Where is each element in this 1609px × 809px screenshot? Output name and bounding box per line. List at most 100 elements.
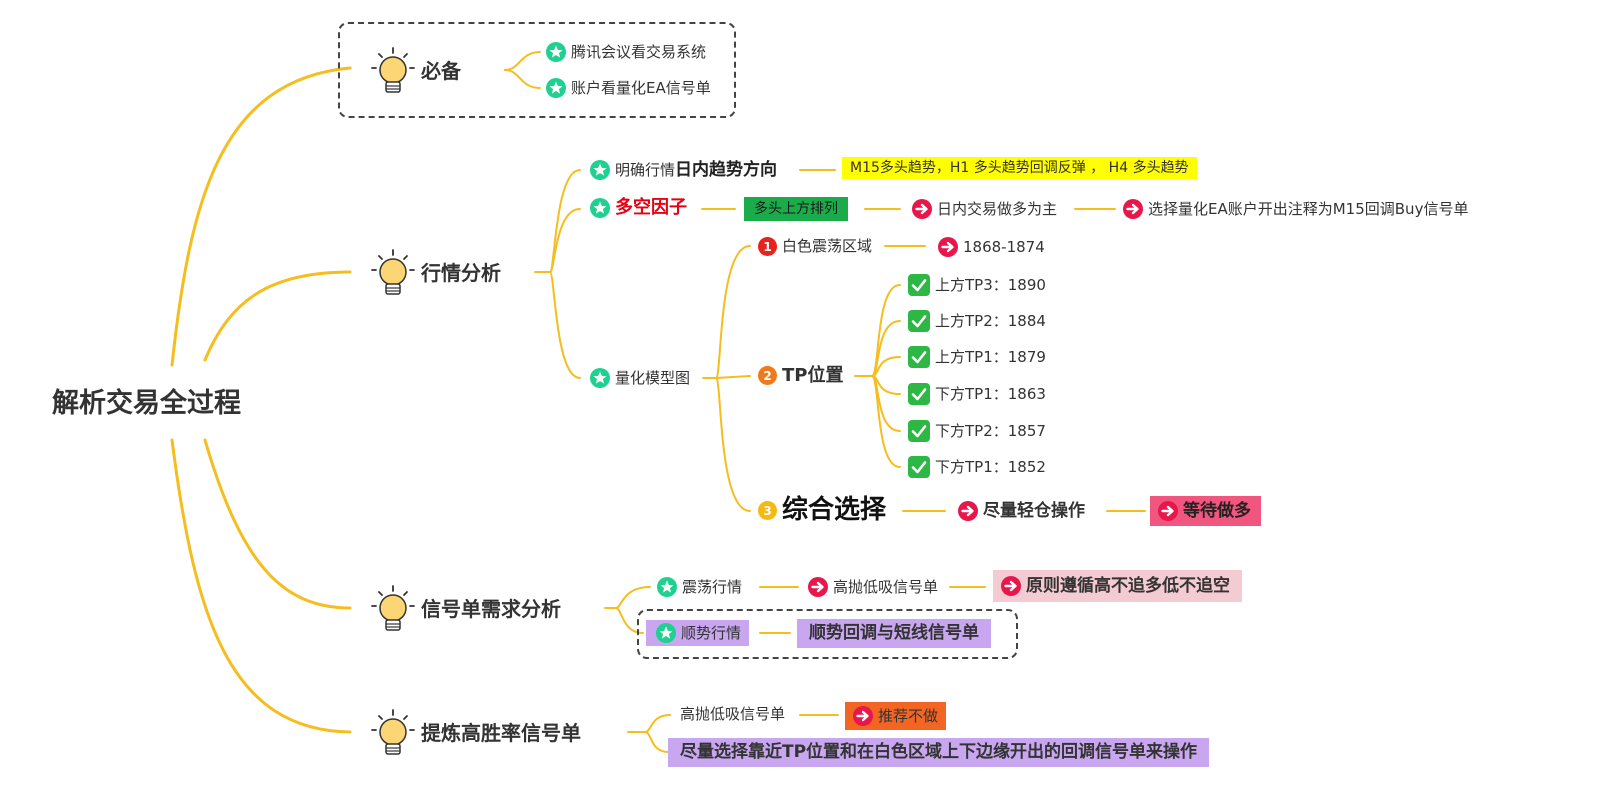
market-trend-note-text: M15多头趋势，H1 多头趋势回调反弹 ， H4 多头趋势 xyxy=(850,160,1189,176)
svg-text:3: 3 xyxy=(763,504,771,518)
star-badge-icon xyxy=(590,368,610,388)
model-combo-label: 综合选择 xyxy=(782,495,887,525)
refine-recommend-text: 推荐不做 xyxy=(878,706,939,725)
market-factor-label: 多空因子 xyxy=(615,197,687,218)
root-label: 解析交易全过程 xyxy=(52,388,241,419)
star-badge-icon xyxy=(590,198,610,218)
lightbulb-icon xyxy=(371,47,415,93)
arrow-right-circle-icon xyxy=(938,237,958,257)
model-combo-next1[interactable]: 尽量轻仓操作 xyxy=(958,501,1085,521)
branch-signal[interactable]: 信号单需求分析 xyxy=(370,584,561,634)
arrow-right-circle-icon xyxy=(808,577,828,597)
trend-market-group-box xyxy=(637,609,1018,659)
refine-item-1-text: 高抛低吸信号单 xyxy=(680,705,786,723)
tp-item-label: 上方TP1：1879 xyxy=(935,347,1046,366)
signal-range-next1[interactable]: 高抛低吸信号单 xyxy=(808,577,938,597)
checkmark-icon xyxy=(908,383,930,405)
model-white-zone-value-text: 1868-1874 xyxy=(963,237,1045,256)
market-trend-prefix: 明确行情 xyxy=(615,160,676,179)
refine-item-2[interactable]: 尽量选择靠近TP位置和在白色区域上下边缘开出的回调信号单来操作 xyxy=(668,738,1210,767)
signal-range-item[interactable]: 震荡行情 xyxy=(657,577,742,597)
market-factor-next2-text: 选择量化EA账户开出注释为M15回调Buy信号单 xyxy=(1148,199,1469,218)
signal-range-next2[interactable]: 原则遵循高不追多低不追空 xyxy=(993,570,1242,602)
model-tp-position-label: TP位置 xyxy=(782,364,844,386)
required-item-1-label: 腾讯会议看交易系统 xyxy=(571,42,707,61)
market-trend-note[interactable]: M15多头趋势，H1 多头趋势回调反弹 ， H4 多头趋势 xyxy=(842,157,1197,179)
arrow-right-circle-icon xyxy=(1123,199,1143,219)
market-factor-tag-text: 多头上方排列 xyxy=(754,201,838,217)
lightbulb-icon xyxy=(371,249,415,295)
model-combo-next1-text: 尽量轻仓操作 xyxy=(983,500,1085,521)
lightbulb-icon xyxy=(371,585,415,631)
signal-trend-next1-text: 顺势回调与短线信号单 xyxy=(809,623,979,643)
arrow-right-circle-icon xyxy=(853,706,873,726)
model-combo[interactable]: 3 综合选择 xyxy=(758,497,886,523)
star-badge-icon xyxy=(546,78,566,98)
signal-range-next2-text: 原则遵循高不追多低不追空 xyxy=(1026,575,1230,596)
market-trend-item[interactable]: 明确行情日内趋势方向 xyxy=(590,160,777,180)
star-badge-icon xyxy=(546,42,566,62)
lightbulb-icon xyxy=(371,709,415,755)
market-trend-bold: 日内趋势方向 xyxy=(675,159,778,180)
model-tp-position[interactable]: 2 TP位置 xyxy=(758,366,843,385)
tp-item[interactable]: 上方TP2：1884 xyxy=(908,310,1046,332)
svg-text:1: 1 xyxy=(763,240,771,254)
tp-item-label: 下方TP1：1863 xyxy=(935,384,1046,403)
tp-item[interactable]: 上方TP1：1879 xyxy=(908,346,1046,368)
refine-recommend[interactable]: 推荐不做 xyxy=(845,702,947,730)
checkmark-icon xyxy=(908,346,930,368)
model-combo-next2[interactable]: 等待做多 xyxy=(1150,496,1261,526)
arrow-right-circle-icon xyxy=(958,501,978,521)
tp-item-label: 上方TP3：1890 xyxy=(935,275,1046,294)
model-white-zone[interactable]: 1 白色震荡区域 xyxy=(758,237,872,256)
tp-item[interactable]: 下方TP1：1852 xyxy=(908,456,1046,478)
market-model-item[interactable]: 量化模型图 xyxy=(590,368,690,388)
market-factor-next1[interactable]: 日内交易做多为主 xyxy=(912,199,1057,219)
tp-item-label: 下方TP2：1857 xyxy=(935,421,1046,440)
tp-item[interactable]: 下方TP2：1857 xyxy=(908,420,1046,442)
number-badge-icon: 3 xyxy=(758,500,777,520)
number-badge-icon: 1 xyxy=(758,237,777,256)
tp-item[interactable]: 下方TP1：1863 xyxy=(908,383,1046,405)
tp-item-label: 下方TP1：1852 xyxy=(935,457,1046,476)
signal-trend-next1[interactable]: 顺势回调与短线信号单 xyxy=(797,619,991,648)
svg-text:2: 2 xyxy=(763,369,771,383)
number-badge-icon: 2 xyxy=(758,366,777,385)
refine-item-2-text: 尽量选择靠近TP位置和在白色区域上下边缘开出的回调信号单来操作 xyxy=(680,742,1198,762)
refine-item-1[interactable]: 高抛低吸信号单 xyxy=(680,707,785,722)
tp-item-label: 上方TP2：1884 xyxy=(935,311,1046,330)
checkmark-icon xyxy=(908,310,930,332)
root-node[interactable]: 解析交易全过程 xyxy=(52,390,241,417)
star-badge-icon xyxy=(657,577,677,597)
signal-trend-label: 顺势行情 xyxy=(681,623,742,642)
signal-trend-item[interactable]: 顺势行情 xyxy=(646,620,750,646)
branch-required[interactable]: 必备 xyxy=(370,46,461,96)
checkmark-icon xyxy=(908,420,930,442)
model-white-zone-label: 白色震荡区域 xyxy=(782,237,873,255)
checkmark-icon xyxy=(908,456,930,478)
signal-range-label: 震荡行情 xyxy=(682,577,743,596)
tp-item[interactable]: 上方TP3：1890 xyxy=(908,274,1046,296)
market-model-label: 量化模型图 xyxy=(615,368,691,387)
checkmark-icon xyxy=(908,274,930,296)
required-item-1[interactable]: 腾讯会议看交易系统 xyxy=(546,42,706,62)
market-factor-next1-text: 日内交易做多为主 xyxy=(937,199,1058,218)
required-item-2[interactable]: 账户看量化EA信号单 xyxy=(546,78,711,98)
branch-required-label: 必备 xyxy=(421,59,461,83)
market-factor-tag[interactable]: 多头上方排列 xyxy=(744,197,848,221)
branch-market[interactable]: 行情分析 xyxy=(370,248,501,298)
branch-refine[interactable]: 提炼高胜率信号单 xyxy=(370,708,581,758)
market-factor-next2[interactable]: 选择量化EA账户开出注释为M15回调Buy信号单 xyxy=(1123,199,1468,219)
branch-refine-label: 提炼高胜率信号单 xyxy=(421,721,581,745)
star-badge-icon xyxy=(590,160,610,180)
signal-range-next1-text: 高抛低吸信号单 xyxy=(833,577,939,596)
arrow-right-circle-icon xyxy=(1001,576,1021,596)
branch-signal-label: 信号单需求分析 xyxy=(421,597,561,621)
model-white-zone-value[interactable]: 1868-1874 xyxy=(938,237,1045,257)
model-combo-next2-text: 等待做多 xyxy=(1183,500,1251,521)
required-item-2-label: 账户看量化EA信号单 xyxy=(571,78,711,97)
arrow-right-circle-icon xyxy=(1158,501,1178,521)
market-factor-item[interactable]: 多空因子 xyxy=(590,198,687,218)
required-group-box xyxy=(338,22,736,118)
